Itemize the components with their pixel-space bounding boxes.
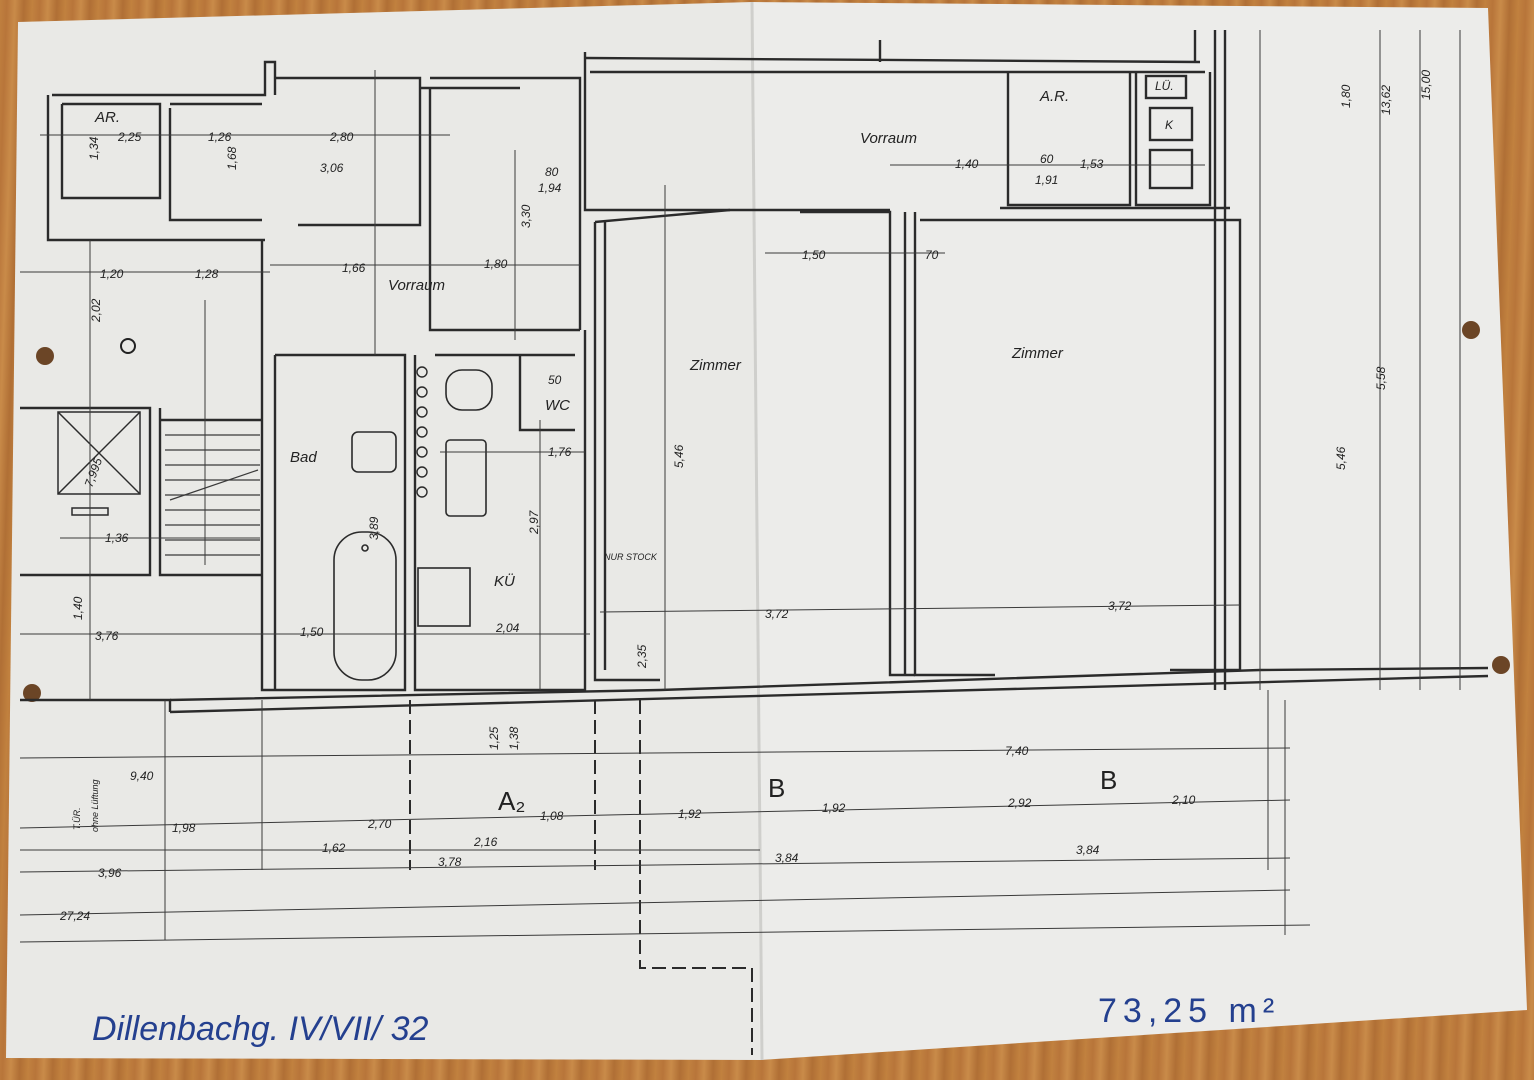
- dimension-label: 3,84: [1076, 843, 1100, 857]
- dimension-label: 1,92: [678, 807, 702, 821]
- section-marks: A₂ B B: [498, 765, 1117, 816]
- dimension-label: 1,34: [87, 136, 101, 160]
- room-wc: WC: [545, 397, 570, 414]
- room-labels: AR. A.R. Vorraum Vorraum Zimmer Zimmer B…: [72, 79, 1174, 832]
- dimension-label: 1,80: [484, 257, 508, 271]
- dimension-label: 7,40: [1005, 744, 1029, 758]
- punch-hole: [36, 347, 54, 365]
- dimension-label: 1,50: [802, 248, 826, 262]
- dimension-label: 2,04: [495, 621, 520, 635]
- dimension-label: 9,40: [130, 769, 154, 783]
- room-zimmer-2: Zimmer: [1011, 345, 1064, 362]
- room-ar-right: A.R.: [1039, 88, 1069, 105]
- label-ohne-lueftung: ohne Lüftung: [90, 779, 100, 832]
- walls: [20, 30, 1489, 714]
- room-k: K: [1165, 118, 1174, 132]
- dimension-label: 2,10: [1171, 793, 1196, 807]
- bathroom-fixtures: [333, 369, 493, 681]
- dimension-label: 13,62: [1379, 85, 1393, 115]
- dimension-label: 1,62: [322, 841, 346, 855]
- dimension-label: 70: [925, 248, 939, 262]
- elevator-shaft: [57, 411, 141, 516]
- stair-treads: [165, 434, 260, 556]
- room-vorraum-right: Vorraum: [860, 130, 917, 147]
- label-nur-stock: NUR STOCK: [604, 552, 658, 562]
- section-mark-b1: B: [768, 773, 785, 803]
- dimension-label: 3,76: [95, 629, 119, 643]
- dimension-label: 1,20: [100, 267, 124, 281]
- dimension-label: 80: [545, 165, 559, 179]
- dimension-label: 2,35: [635, 644, 649, 669]
- dimension-label: 3,78: [438, 855, 462, 869]
- dimension-label: 27,24: [59, 909, 90, 923]
- dimension-label: 1,28: [195, 267, 219, 281]
- kitchen-sink: [445, 439, 487, 517]
- dimension-label: 3,06: [320, 161, 344, 175]
- punch-hole: [1492, 656, 1510, 674]
- dimension-label: 3,72: [1108, 599, 1132, 613]
- dimension-label: 1,91: [1035, 173, 1058, 187]
- dimension-label: 1,25: [487, 726, 501, 750]
- room-zimmer-1: Zimmer: [689, 357, 742, 374]
- section-mark-b2: B: [1100, 765, 1117, 795]
- dimension-label: 1,26: [208, 130, 232, 144]
- dimension-label: 1,80: [1339, 84, 1353, 108]
- dimension-label: 1,40: [71, 596, 85, 620]
- washbasin: [351, 431, 397, 473]
- dimension-label: 3,96: [98, 866, 122, 880]
- wall-column-dots: [416, 366, 428, 498]
- dimension-label: 3,30: [519, 204, 533, 228]
- dimension-label: 2,16: [473, 835, 498, 849]
- dimension-label: 2,25: [117, 130, 142, 144]
- dimension-label: 1,40: [955, 157, 979, 171]
- handwritten-area: 73,25 m²: [1098, 992, 1280, 1030]
- horizontal-dimensions: 2,25 1,26 2,80 3,06 1,94 80 1,20 1,28 1,…: [59, 130, 1196, 923]
- drain-symbol: [120, 338, 136, 354]
- vertical-dimensions: 5,46 5,46 5,58 13,62 15,00 1,80 3,30 3,8…: [71, 70, 1433, 750]
- dimension-label: 1,98: [172, 821, 196, 835]
- room-bad: Bad: [290, 449, 317, 466]
- room-kueche: KÜ: [494, 572, 515, 590]
- dimension-label: 5,46: [1334, 446, 1348, 470]
- dimension-label: 2,80: [329, 130, 354, 144]
- dimension-label: 1,36: [105, 531, 129, 545]
- dimension-label: 5,58: [1374, 366, 1388, 390]
- room-lue: LÜ.: [1155, 79, 1174, 93]
- dimension-label: 2,02: [89, 298, 103, 323]
- punch-hole: [1462, 321, 1480, 339]
- dimension-label: 50: [548, 373, 562, 387]
- punch-hole: [23, 684, 41, 702]
- dimension-label: 1,76: [548, 445, 572, 459]
- dimension-label: 1,66: [342, 261, 366, 275]
- dimension-label: 3,84: [775, 851, 799, 865]
- paper-left-sheet: [6, 2, 762, 1060]
- handwritten-address: Dillenbachg. IV/VII/ 32: [92, 1010, 429, 1048]
- dimension-label: 1,38: [507, 726, 521, 750]
- dimension-lines: [19, 30, 1461, 943]
- dimension-label: 1,08: [540, 809, 564, 823]
- label-tur: T.ÜR.: [72, 807, 82, 830]
- section-mark-a2: A₂: [498, 786, 525, 816]
- dimension-label: 60: [1040, 152, 1054, 166]
- room-vorraum-left: Vorraum: [388, 277, 445, 294]
- dimension-label: 2,92: [1007, 796, 1032, 810]
- dimension-label: 3,72: [765, 607, 789, 621]
- dimension-label: 2,97: [527, 509, 541, 535]
- dimension-label: 1,53: [1080, 157, 1104, 171]
- dimension-label: 5,46: [672, 444, 686, 468]
- dimension-label: 1,92: [822, 801, 846, 815]
- dashed-outline: [409, 700, 753, 1055]
- dimension-label: 1,68: [225, 146, 239, 170]
- room-ar-left: AR.: [94, 109, 120, 126]
- paper-right-sheet: [752, 2, 1527, 1060]
- dimension-label: 15,00: [1419, 70, 1433, 100]
- toilet: [445, 369, 493, 411]
- bathtub: [333, 531, 397, 681]
- dimension-label: 1,50: [300, 625, 324, 639]
- dimension-label: 2,70: [367, 817, 392, 831]
- dimension-label: 1,94: [538, 181, 562, 195]
- dimension-label: 3,89: [367, 516, 381, 540]
- paper-fold: [750, 1, 764, 1061]
